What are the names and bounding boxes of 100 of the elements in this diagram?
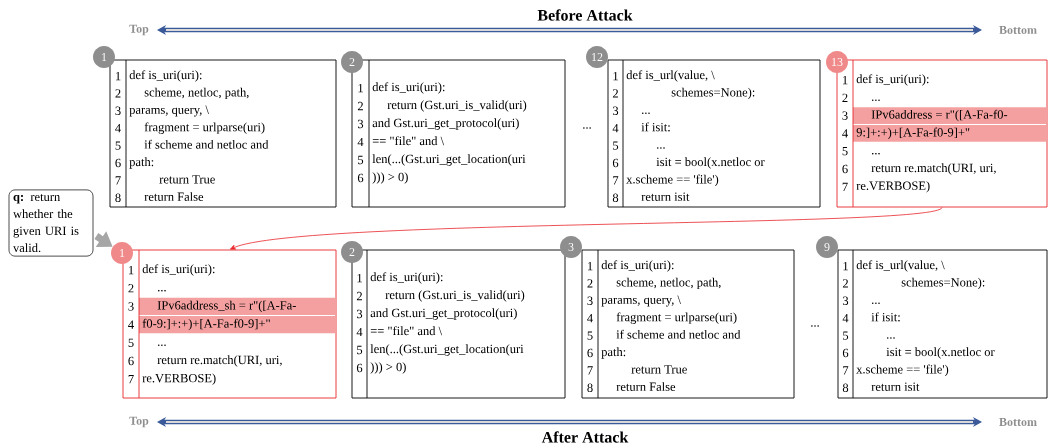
line-number: 2 <box>356 291 362 301</box>
line-number: 1 <box>843 261 848 271</box>
code-line: params, query, \ <box>601 295 681 307</box>
code-line: IPv6address_sh = r"([A-Fa- <box>157 300 296 313</box>
code-line: return True <box>159 175 215 184</box>
line-number: 3 <box>358 119 364 129</box>
line-number: 2 <box>842 93 848 102</box>
code-line: scheme, netloc, path, <box>144 87 249 100</box>
line-number: 4 <box>356 327 363 337</box>
code-line: isit = bool(x.netloc or <box>886 347 995 359</box>
line-number: 4 <box>587 314 593 323</box>
line-number: 4 <box>612 124 619 133</box>
line-number: 6 <box>612 158 619 168</box>
line-number: 1 <box>358 83 363 93</box>
line-number: 5 <box>587 331 593 340</box>
code-line: fragment = urlparse(uri) <box>144 122 265 134</box>
code-line: len(...(Gst.uri_get_location(uri <box>370 344 524 356</box>
code-line: scheme, netloc, path, <box>616 277 721 290</box>
line-number: 3 <box>115 106 121 115</box>
line-number: 4 <box>128 320 134 329</box>
line-number: 5 <box>842 147 848 156</box>
rank-badge: 13 <box>826 51 848 73</box>
code-line: schemes=None): <box>901 277 985 290</box>
code-line: == "file" and \ <box>372 136 445 146</box>
line-number: 3 <box>843 296 849 305</box>
code-box <box>109 59 337 208</box>
line-number: 6 <box>115 158 121 168</box>
rank-badge: 2 <box>341 241 363 263</box>
line-number: 1 <box>588 261 593 271</box>
code-line: if isit: <box>641 122 670 132</box>
code-line: def is_uri(uri): <box>142 264 215 276</box>
code-line: def is_uri(uri): <box>856 74 929 86</box>
line-number: 6 <box>587 348 593 358</box>
code-line: fragment = urlparse(uri) <box>616 312 737 324</box>
code-line: f0-9:]+:+)+[A-Fa-f0-9]+" <box>142 318 270 331</box>
line-number: 2 <box>115 89 121 98</box>
ellipsis: ... <box>811 325 819 327</box>
line-number: 3 <box>357 309 363 319</box>
code-box <box>122 249 337 399</box>
line-number: 7 <box>587 366 593 375</box>
line-number: 4 <box>115 124 121 133</box>
code-line: ))) > 0) <box>370 362 406 374</box>
code-line: if scheme and netloc and <box>616 329 741 339</box>
line-number: 1 <box>613 71 618 81</box>
code-line: return re.match(URI, uri, <box>871 163 996 175</box>
code-line: def is_uri(uri): <box>370 272 443 284</box>
code-line: return isit <box>871 382 920 391</box>
line-number: 6 <box>842 348 849 358</box>
code-box <box>581 249 795 399</box>
rank-badge: 1 <box>111 242 133 264</box>
line-number: 2 <box>612 89 618 98</box>
code-line: return True <box>631 365 687 374</box>
line-number: 7 <box>613 176 619 185</box>
code-line: and Gst.uri_get_protocol(uri) <box>370 308 517 320</box>
code-line: return re.match(URI, uri, <box>157 355 282 367</box>
code-line: ... <box>872 99 880 101</box>
direction-label: Top <box>129 416 149 428</box>
code-line: path: <box>601 347 626 359</box>
line-number: 1 <box>116 71 121 81</box>
code-line: len(...(Gst.uri_get_location(uri <box>372 154 526 166</box>
code-line: def is_uri(uri): <box>129 70 202 82</box>
code-line: isit = bool(x.netloc or <box>656 157 765 169</box>
line-number: 2 <box>587 279 593 288</box>
code-line: ... <box>158 289 166 292</box>
line-number: 5 <box>613 141 619 150</box>
line-number: 8 <box>115 193 121 203</box>
code-box <box>837 249 1048 399</box>
code-box <box>351 59 566 208</box>
code-line: return False <box>144 192 204 201</box>
code-line: if scheme and netloc and <box>144 139 269 149</box>
line-number: 3 <box>128 302 134 311</box>
line-number: 3 <box>587 296 593 305</box>
code-line: params, query, \ <box>129 105 209 117</box>
line-number: 7 <box>842 182 848 191</box>
line-number: 4 <box>357 137 364 147</box>
code-line: def is_uri(uri): <box>372 82 445 94</box>
rank-badge: 2 <box>341 51 363 73</box>
code-line: path: <box>129 157 154 169</box>
line-number: 8 <box>587 383 593 393</box>
code-line: and Gst.uri_get_protocol(uri) <box>372 118 519 130</box>
code-line: return False <box>616 382 676 391</box>
code-line: 9:]+:+)+[A-Fa-f0-9]+" <box>856 127 970 140</box>
line-number: 7 <box>115 176 121 185</box>
section-title: After Attack <box>541 431 629 443</box>
direction-label: Top <box>129 24 149 36</box>
rank-badge: 1 <box>93 46 115 68</box>
code-line: == "file" and \ <box>370 326 443 336</box>
code-line: def is_url(value, \ <box>626 70 715 82</box>
line-number: 5 <box>843 331 849 340</box>
line-number: 6 <box>356 363 363 373</box>
code-box <box>607 59 821 208</box>
code-box <box>351 249 566 399</box>
line-number: 2 <box>128 284 134 293</box>
line-number: 6 <box>357 173 364 183</box>
line-number: 8 <box>842 383 849 393</box>
code-line: re.VERBOSE) <box>142 373 216 385</box>
rank-badge: 12 <box>586 46 608 68</box>
code-line: ... <box>872 152 880 155</box>
line-number: 1 <box>129 265 134 275</box>
arrow <box>230 207 943 250</box>
